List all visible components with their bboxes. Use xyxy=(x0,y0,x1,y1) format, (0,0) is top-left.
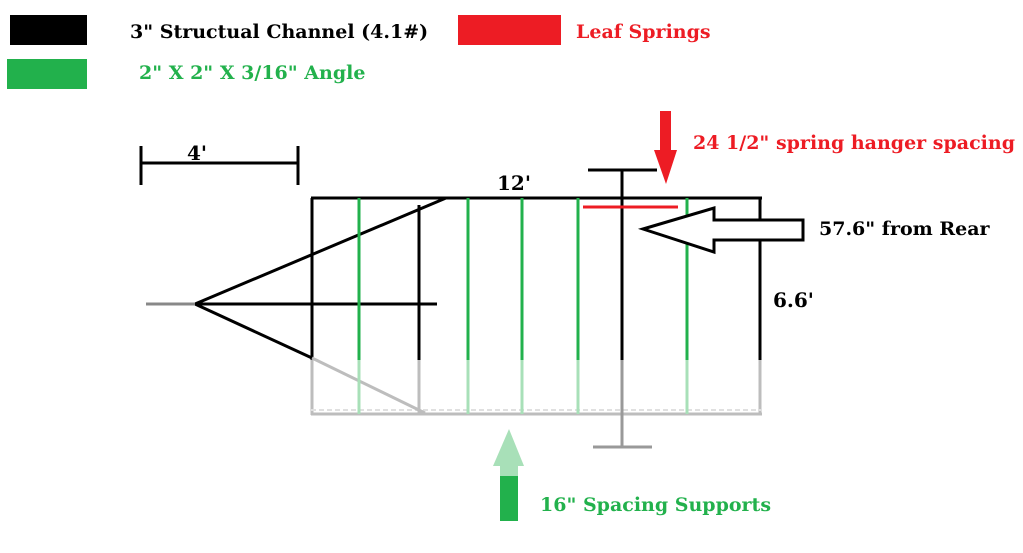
from-rear-label: 57.6" from Rear xyxy=(819,218,991,240)
spacing-supports-label: 16" Spacing Supports xyxy=(540,494,771,516)
scale-bar-label: 4' xyxy=(187,141,207,165)
legend-label-angle: 2" X 2" X 3/16" Angle xyxy=(139,62,365,84)
width-label: 6.6' xyxy=(773,288,814,312)
tongue-a-frame xyxy=(146,196,447,415)
axle xyxy=(588,168,657,449)
length-label: 12' xyxy=(497,171,531,195)
legend-swatch-angle xyxy=(7,59,87,89)
spring-hanger-label: 24 1/2" spring hanger spacing xyxy=(693,132,1015,154)
scale-bar xyxy=(139,146,300,185)
angle-supports xyxy=(357,198,689,414)
legend-label-channel: 3" Structual Channel (4.1#) xyxy=(130,21,428,43)
from-rear-arrow xyxy=(637,205,805,255)
spacing-supports-arrow xyxy=(493,429,524,521)
legend-swatch-channel xyxy=(10,15,87,45)
spring-hanger-arrow xyxy=(654,111,677,184)
legend-label-leaf-springs: Leaf Springs xyxy=(576,21,711,43)
legend-swatch-leaf-springs xyxy=(458,15,561,45)
